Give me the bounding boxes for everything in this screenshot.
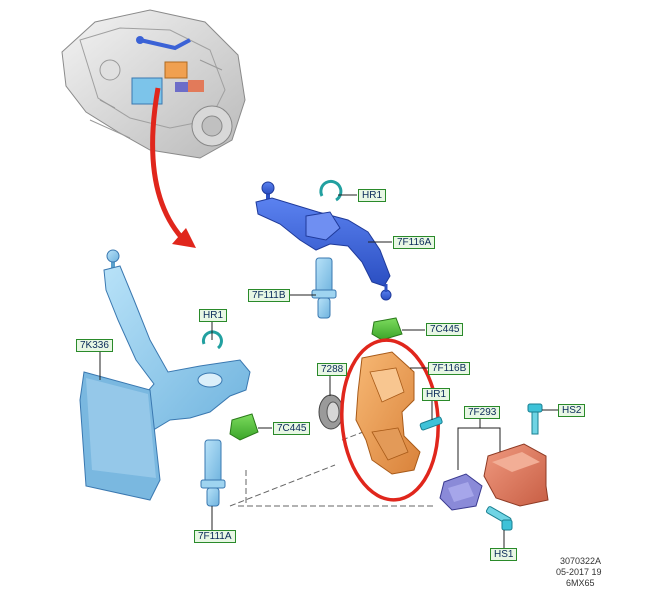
violet-sensor — [439, 473, 483, 511]
small-cyan-pin — [419, 416, 443, 431]
screw-hs2 — [527, 403, 543, 435]
orange-selector-bracket — [355, 351, 421, 475]
label-7f111b: 7F111B — [248, 289, 290, 302]
label-7f116b: 7F116B — [428, 362, 471, 375]
label-hs2: HS2 — [558, 404, 586, 417]
green-cap-left — [229, 413, 259, 441]
label-hr1-left: HR1 — [199, 309, 228, 322]
highlight-ellipse — [340, 338, 440, 502]
green-cap-upper — [371, 317, 403, 341]
diagram-code: 3070322A — [560, 556, 602, 566]
retaining-clip-top — [319, 179, 343, 202]
screw-hs1 — [485, 506, 513, 531]
diagram-model: 6MX65 — [566, 578, 595, 588]
pivot-pin-upper — [311, 257, 337, 319]
label-hr1-right: HR1 — [422, 388, 451, 401]
label-7c445-left: 7C445 — [273, 422, 311, 435]
label-7288: 7288 — [317, 363, 348, 376]
label-7f116a: 7F116A — [393, 236, 436, 249]
blue-shift-lever — [255, 181, 392, 301]
salmon-module — [483, 443, 549, 507]
label-7f111a: 7F111A — [194, 530, 236, 543]
retaining-clip-left — [201, 330, 223, 350]
label-hr1-top: HR1 — [358, 189, 387, 202]
label-7f293: 7F293 — [464, 406, 501, 419]
label-leader-lines — [99, 194, 558, 548]
pivot-pin-lower — [200, 439, 226, 507]
label-hs1: HS1 — [490, 548, 518, 561]
label-7c445-top: 7C445 — [426, 323, 464, 336]
light-blue-bracket — [79, 249, 251, 501]
seal-ring — [318, 394, 344, 430]
red-pointer-arrow — [150, 87, 196, 248]
gearbox-inset-illustration — [61, 9, 246, 159]
label-7k336: 7K336 — [76, 339, 113, 352]
diagram-date: 05-2017 19 — [556, 567, 602, 577]
